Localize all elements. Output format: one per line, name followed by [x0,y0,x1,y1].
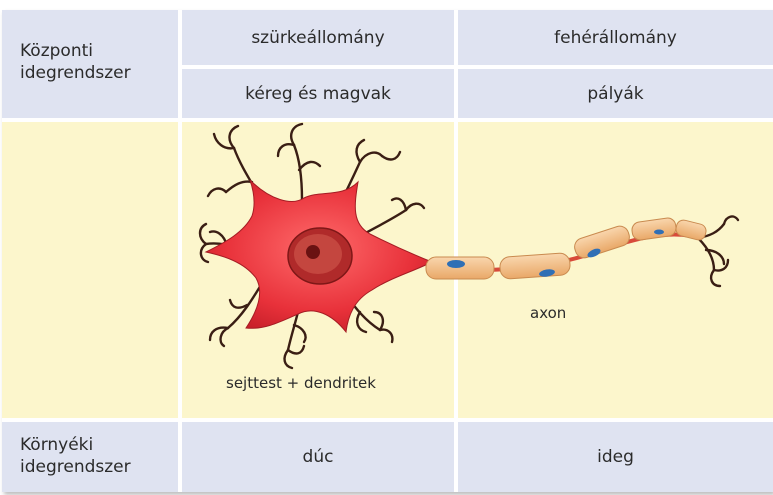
myelin-sheath [426,217,707,279]
nucleolus [306,245,320,259]
axon-label: axon [530,304,566,322]
neuron-illustration [2,10,773,492]
nervous-system-table: Központi idegrendszer szürkeállomány feh… [2,10,773,492]
cell-body-label: sejttest + dendritek [226,374,376,392]
